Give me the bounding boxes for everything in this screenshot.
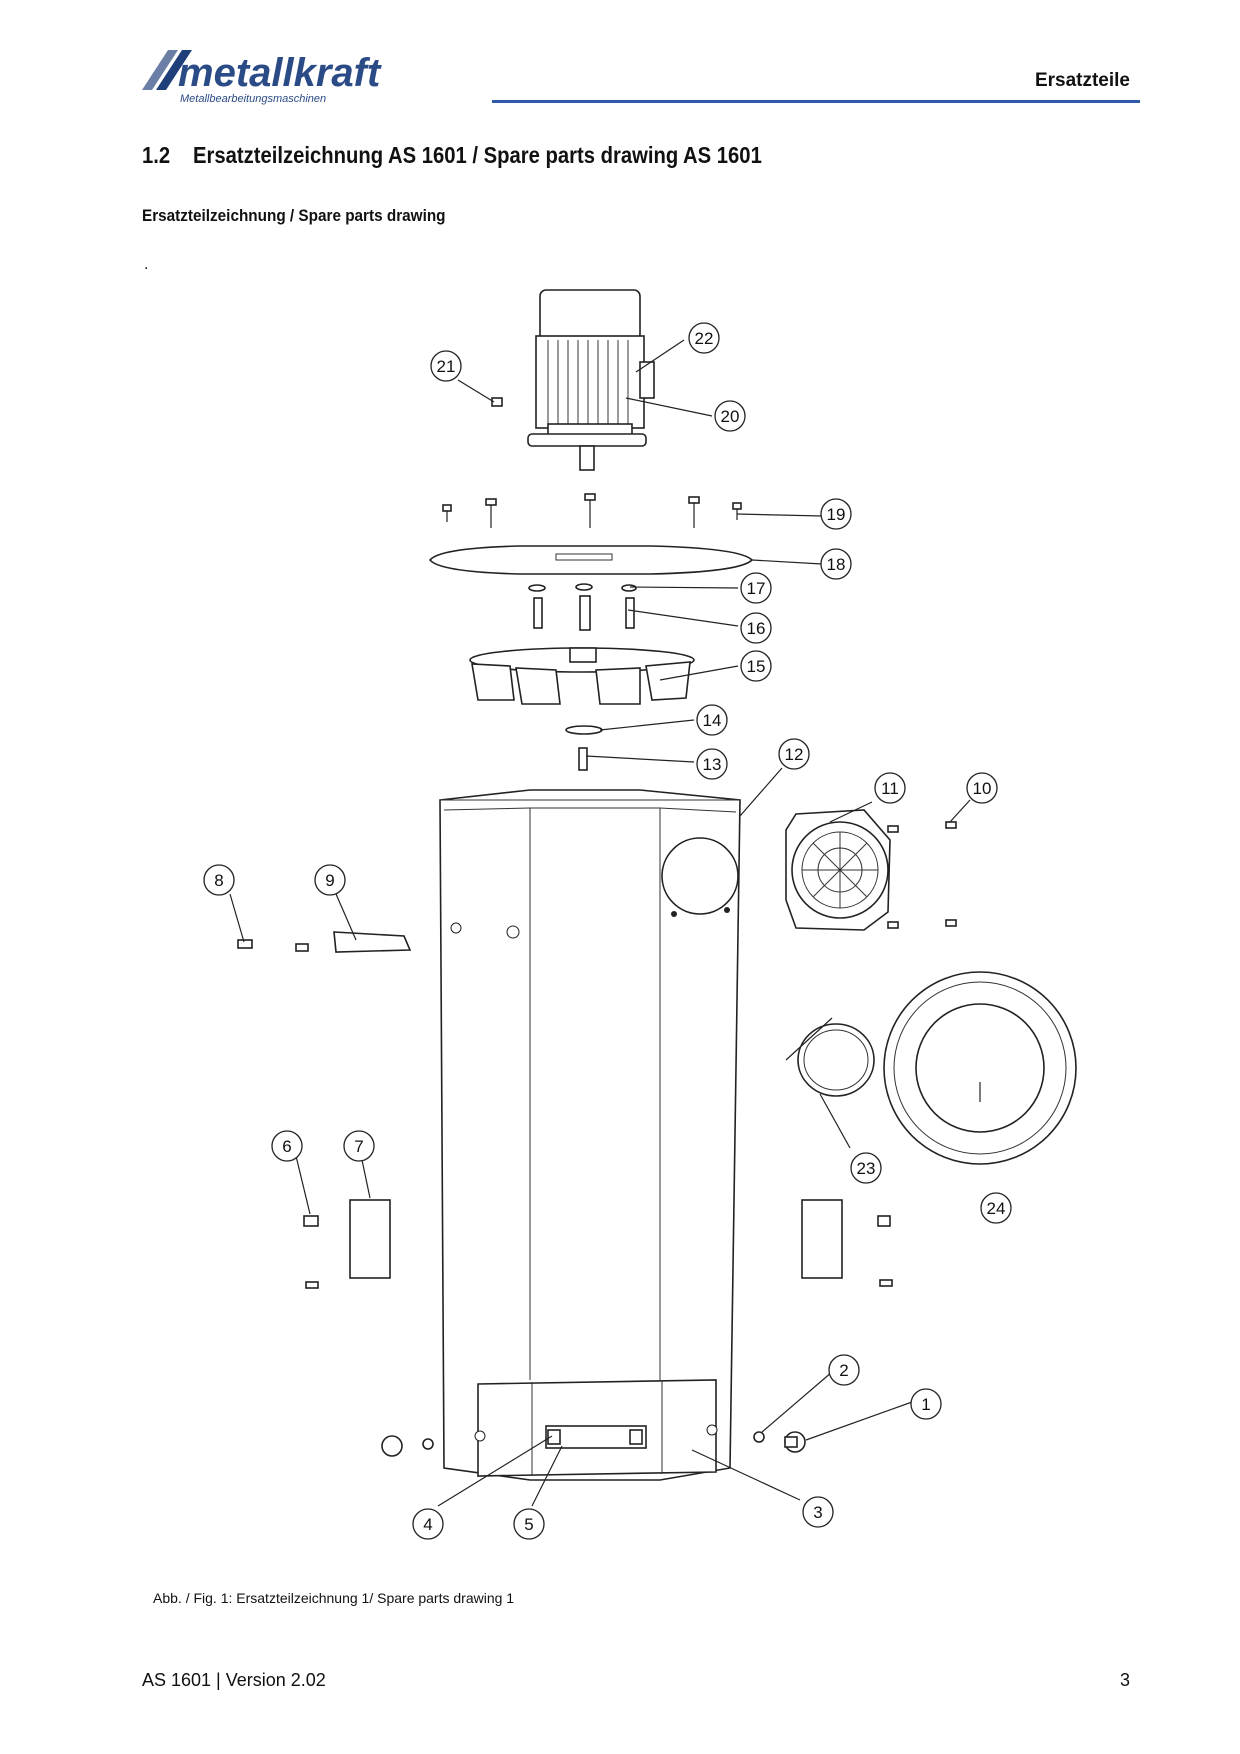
section-title-text: Ersatzteilzeichnung AS 1601 / Spare part… bbox=[193, 142, 762, 168]
svg-text:22: 22 bbox=[695, 329, 714, 348]
callout-1: 1 bbox=[910, 1388, 942, 1420]
screw-8 bbox=[237, 939, 309, 952]
svg-text:1: 1 bbox=[921, 1395, 930, 1414]
washers-17 bbox=[528, 583, 637, 592]
callout-8: 8 bbox=[203, 864, 235, 896]
svg-text:10: 10 bbox=[973, 779, 992, 798]
figure-caption: Abb. / Fig. 1: Ersatzteilzeichnung 1/ Sp… bbox=[153, 1590, 515, 1606]
callout-12: 12 bbox=[778, 738, 810, 770]
svg-text:2: 2 bbox=[839, 1361, 848, 1380]
svg-text:4: 4 bbox=[423, 1515, 432, 1534]
brand-wordmark: metallkraft bbox=[178, 51, 382, 95]
svg-text:19: 19 bbox=[827, 505, 846, 524]
svg-text:24: 24 bbox=[987, 1199, 1006, 1218]
header-section-label: Ersatzteile bbox=[1034, 70, 1130, 91]
callout-11: 11 bbox=[874, 772, 906, 804]
svg-text:12: 12 bbox=[785, 745, 804, 764]
callout-3: 3 bbox=[802, 1496, 834, 1528]
callout-21: 21 bbox=[430, 350, 462, 382]
spare-parts-drawing: 1 2 3 4 5 6 7 8 9 10 11 12 13 14 15 16 1… bbox=[203, 289, 1077, 1540]
svg-text:17: 17 bbox=[747, 579, 766, 598]
knob-left bbox=[381, 1435, 434, 1457]
callout-14: 14 bbox=[696, 704, 728, 736]
stray-dot: . bbox=[144, 256, 149, 273]
ring-24 bbox=[883, 971, 1077, 1165]
callout-23: 23 bbox=[850, 1152, 882, 1184]
brand-subtitle: Metallbearbeitungsmaschinen bbox=[180, 93, 326, 105]
svg-text:23: 23 bbox=[857, 1159, 876, 1178]
callout-6: 6 bbox=[271, 1130, 303, 1162]
callout-5: 5 bbox=[513, 1508, 545, 1540]
callout-19: 19 bbox=[820, 498, 852, 530]
motor-part bbox=[527, 289, 655, 471]
bolts-19 bbox=[442, 493, 742, 528]
footer-page-number: 3 bbox=[1119, 1670, 1130, 1690]
subheading: Ersatzteilzeichnung / Spare parts drawin… bbox=[142, 206, 446, 225]
callout-22: 22 bbox=[688, 322, 720, 354]
housing-12 bbox=[439, 789, 741, 1481]
svg-text:5: 5 bbox=[524, 1515, 533, 1534]
cover-11 bbox=[785, 809, 891, 931]
svg-text:16: 16 bbox=[747, 619, 766, 638]
svg-text:11: 11 bbox=[881, 779, 899, 798]
callout-9: 9 bbox=[314, 864, 346, 896]
footer-doc-version: AS 1601 | Version 2.02 bbox=[142, 1670, 326, 1690]
svg-text:7: 7 bbox=[354, 1137, 363, 1156]
metallkraft-logo: metallkraft Metallbearbeitungsmaschinen bbox=[142, 50, 382, 105]
svg-text:21: 21 bbox=[437, 357, 456, 376]
svg-text:20: 20 bbox=[721, 407, 740, 426]
bracket-9 bbox=[333, 931, 412, 953]
cover-7 bbox=[349, 1199, 391, 1279]
section-number: 1.2 bbox=[142, 142, 171, 168]
callout-13: 13 bbox=[696, 748, 728, 780]
svg-text:18: 18 bbox=[827, 555, 846, 574]
svg-text:8: 8 bbox=[214, 871, 223, 890]
callout-24: 24 bbox=[980, 1192, 1012, 1224]
callout-18: 18 bbox=[820, 548, 852, 580]
screws-right bbox=[877, 1215, 893, 1287]
callout-17: 17 bbox=[740, 572, 772, 604]
callout-15: 15 bbox=[740, 650, 772, 682]
screw-21 bbox=[491, 397, 503, 407]
callout-10: 10 bbox=[966, 772, 998, 804]
screws-10 bbox=[887, 821, 957, 929]
page-title: 1.2 Ersatzteilzeichnung AS 1601 / Spare p… bbox=[142, 142, 762, 169]
callout-2: 2 bbox=[828, 1354, 860, 1386]
svg-text:6: 6 bbox=[282, 1137, 291, 1156]
cover-7-right bbox=[801, 1199, 843, 1279]
svg-text:13: 13 bbox=[703, 755, 722, 774]
fan-impeller-15 bbox=[469, 647, 695, 705]
washer-14 bbox=[565, 725, 603, 735]
callout-4: 4 bbox=[412, 1508, 444, 1540]
screw-6 bbox=[303, 1215, 319, 1289]
bolts-16 bbox=[533, 595, 635, 631]
base-3 bbox=[474, 1379, 718, 1477]
svg-text:15: 15 bbox=[747, 657, 766, 676]
callout-20: 20 bbox=[714, 400, 746, 432]
header-rule bbox=[492, 100, 1140, 103]
callout-16: 16 bbox=[740, 612, 772, 644]
svg-text:14: 14 bbox=[703, 711, 722, 730]
bolt-13 bbox=[578, 747, 588, 771]
knob-1 bbox=[753, 1431, 806, 1453]
svg-text:9: 9 bbox=[325, 871, 334, 890]
hose-clamp-23 bbox=[785, 1017, 875, 1097]
callout-7: 7 bbox=[343, 1130, 375, 1162]
svg-text:3: 3 bbox=[813, 1503, 822, 1522]
leader-lines bbox=[229, 339, 981, 1507]
